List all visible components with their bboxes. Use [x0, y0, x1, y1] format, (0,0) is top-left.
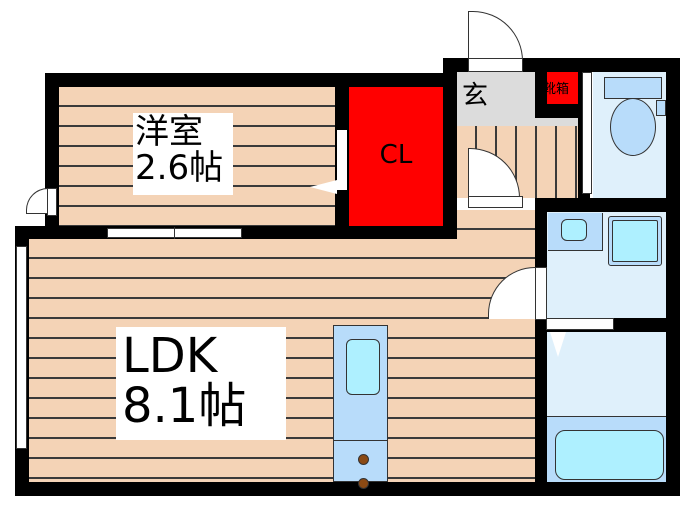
toilet-tank: [604, 77, 662, 99]
bathtub-basin: [555, 430, 664, 480]
stove-burner-icon: [358, 478, 369, 489]
counter-divider: [333, 440, 388, 441]
western-room-label: 洋室 2.6帖: [133, 113, 233, 195]
wall: [535, 198, 547, 496]
stove-burner-icon: [358, 454, 369, 465]
bathroom-door[interactable]: [546, 318, 614, 330]
door-swing-marker: [310, 180, 337, 194]
entry-door[interactable]: [468, 11, 523, 61]
western-room-name: 洋室: [135, 112, 203, 152]
closet-label: CL: [379, 140, 413, 170]
toilet-control: [656, 100, 666, 116]
wall: [45, 73, 445, 87]
shoe-box-label: 靴箱: [543, 82, 570, 97]
washing-machine-inner: [612, 220, 658, 262]
exterior-door-leaf: [47, 188, 57, 216]
ldk-name: LDK: [122, 328, 218, 384]
washbasin-bowl: [561, 219, 587, 241]
exterior-door[interactable]: [26, 188, 48, 214]
wall: [666, 58, 680, 496]
wall: [15, 482, 680, 496]
wall: [443, 58, 457, 238]
entrance-label: 玄: [462, 81, 489, 111]
ldk-window[interactable]: [16, 246, 27, 449]
toilet-bowl: [610, 98, 656, 156]
washroom-door-leaf: [535, 267, 547, 320]
door-swing-marker: [550, 332, 566, 357]
ldk-label: LDK 8.1帖: [116, 327, 286, 440]
closet-door[interactable]: [337, 130, 347, 190]
ldk-size: 8.1帖: [122, 378, 247, 435]
sliding-door-divider: [174, 227, 175, 239]
wall: [535, 198, 680, 212]
toilet-door[interactable]: [582, 72, 592, 194]
kitchen-sink: [346, 339, 380, 395]
western-room-size: 2.6帖: [135, 147, 224, 188]
closet: [349, 87, 443, 226]
hallway-door-opening: [468, 196, 523, 208]
entry-door-opening: [468, 58, 523, 72]
ldk-floor-top: [457, 210, 535, 239]
shoe-box: [547, 72, 578, 104]
